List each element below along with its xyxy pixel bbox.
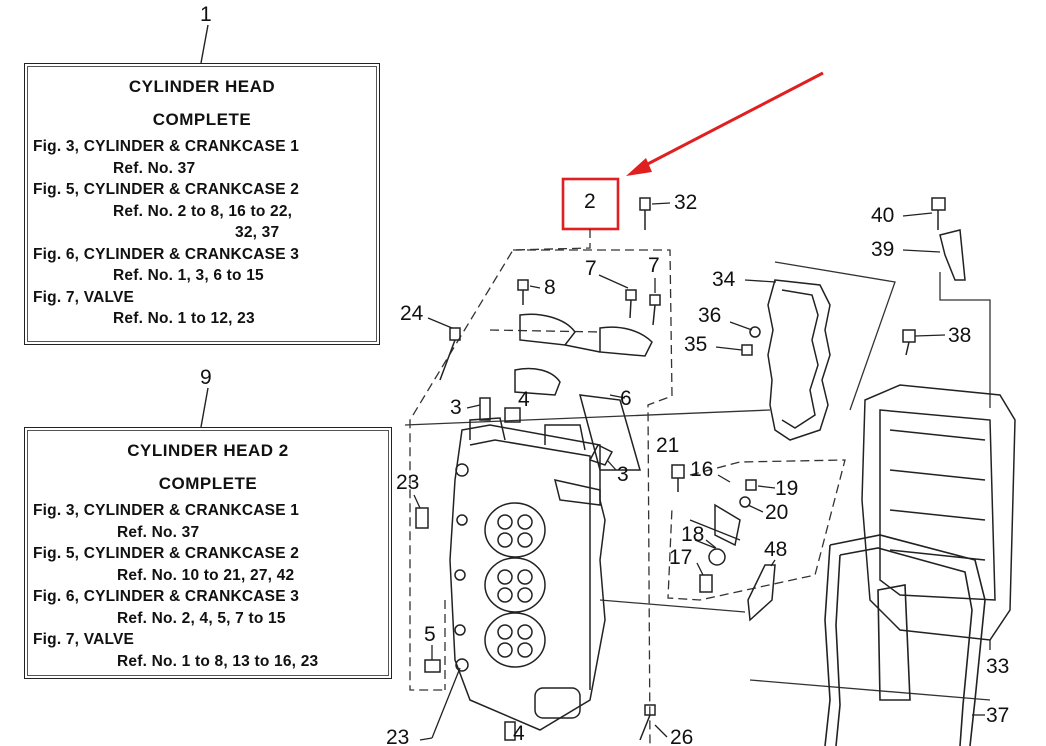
callout-16: 16 xyxy=(690,458,713,481)
ref-line: Fig. 3, CYLINDER & CRANKCASE 1 xyxy=(33,502,300,519)
ref-line: Fig. 7, VALVE xyxy=(33,631,135,648)
head-cover xyxy=(767,279,831,441)
ref-box-title: CYLINDER HEAD xyxy=(128,77,276,96)
callout-39: 39 xyxy=(871,238,894,261)
callout-8: 8 xyxy=(544,276,556,299)
callout-7: 7 xyxy=(585,257,597,280)
solid-frames xyxy=(404,261,991,701)
camshaft-caps xyxy=(514,313,653,471)
callout-33: 33 xyxy=(986,655,1009,678)
callout-6: 6 xyxy=(620,387,632,410)
callout-37: 37 xyxy=(986,704,1009,727)
callout-21: 21 xyxy=(656,434,679,457)
ref-line: Ref. No. 37 xyxy=(113,160,196,177)
ref-line: Ref. No. 1, 3, 6 to 15 xyxy=(113,267,264,284)
ref-box-subtitle: COMPLETE xyxy=(152,110,252,129)
callout-35: 35 xyxy=(684,333,707,356)
callout-3: 3 xyxy=(617,463,629,486)
ref-line: Ref. No. 10 to 21, 27, 42 xyxy=(117,567,295,584)
gasket xyxy=(824,534,986,746)
ref-box-cylinder-head-2: CYLINDER HEAD 2 COMPLETE Fig. 3, CYLINDE… xyxy=(24,427,392,679)
highlight-ref-number: 2 xyxy=(584,190,596,213)
spark-plug xyxy=(689,519,741,549)
ref-line: Ref. No. 37 xyxy=(117,524,200,541)
callout-23: 23 xyxy=(396,471,419,494)
callout-36: 36 xyxy=(698,304,721,327)
ref-number: 1 xyxy=(200,3,212,26)
callout-20: 20 xyxy=(765,501,788,524)
callout-23: 23 xyxy=(386,726,409,746)
ref-line: Fig. 5, CYLINDER & CRANKCASE 2 xyxy=(33,545,300,562)
bolts xyxy=(415,197,946,741)
leader-lines xyxy=(413,202,991,741)
ref-box-title: CYLINDER HEAD 2 xyxy=(127,441,289,460)
cylinder-block xyxy=(861,229,1016,641)
callout-18: 18 xyxy=(681,523,704,546)
callout-4: 4 xyxy=(518,388,530,411)
dashed-frames xyxy=(409,229,846,746)
ref-number: 9 xyxy=(200,366,212,389)
callout-48: 48 xyxy=(764,538,787,561)
ref-line: 32, 37 xyxy=(235,224,280,241)
callout-4: 4 xyxy=(513,722,525,745)
ref-line: Ref. No. 1 to 12, 23 xyxy=(113,310,255,327)
ref-line: Ref. No. 2 to 8, 16 to 22, xyxy=(113,203,293,220)
callout-5: 5 xyxy=(424,623,436,646)
ref-line: Fig. 5, CYLINDER & CRANKCASE 2 xyxy=(33,181,300,198)
callout-7: 7 xyxy=(648,254,660,277)
callout-17: 17 xyxy=(669,546,692,569)
callout-34: 34 xyxy=(712,268,736,291)
callout-19: 19 xyxy=(775,477,798,500)
ref-line: Fig. 3, CYLINDER & CRANKCASE 1 xyxy=(33,138,300,155)
ref-line: Ref. No. 1 to 8, 13 to 16, 23 xyxy=(117,653,319,670)
callout-38: 38 xyxy=(948,324,971,347)
callout-24: 24 xyxy=(400,302,424,325)
callout-3: 3 xyxy=(450,396,462,419)
ref-line: Fig. 7, VALVE xyxy=(33,289,135,306)
ref-line: Fig. 6, CYLINDER & CRANKCASE 3 xyxy=(33,588,300,605)
ref-box-subtitle: COMPLETE xyxy=(158,474,258,493)
ref-box-cylinder-head: CYLINDER HEAD COMPLETE Fig. 3, CYLINDER … xyxy=(24,63,380,345)
callout-40: 40 xyxy=(871,204,894,227)
ref-line: Ref. No. 2, 4, 5, 7 to 15 xyxy=(117,610,286,627)
callout-32: 32 xyxy=(674,191,697,214)
callout-numbers: 32 8 7 7 24 34 36 35 40 39 38 3 4 6 21 1… xyxy=(386,191,1009,746)
callout-26: 26 xyxy=(670,726,693,746)
cylinder-head-casting xyxy=(449,417,606,731)
red-arrow xyxy=(626,71,824,176)
ref-line: Fig. 6, CYLINDER & CRANKCASE 3 xyxy=(33,246,300,263)
